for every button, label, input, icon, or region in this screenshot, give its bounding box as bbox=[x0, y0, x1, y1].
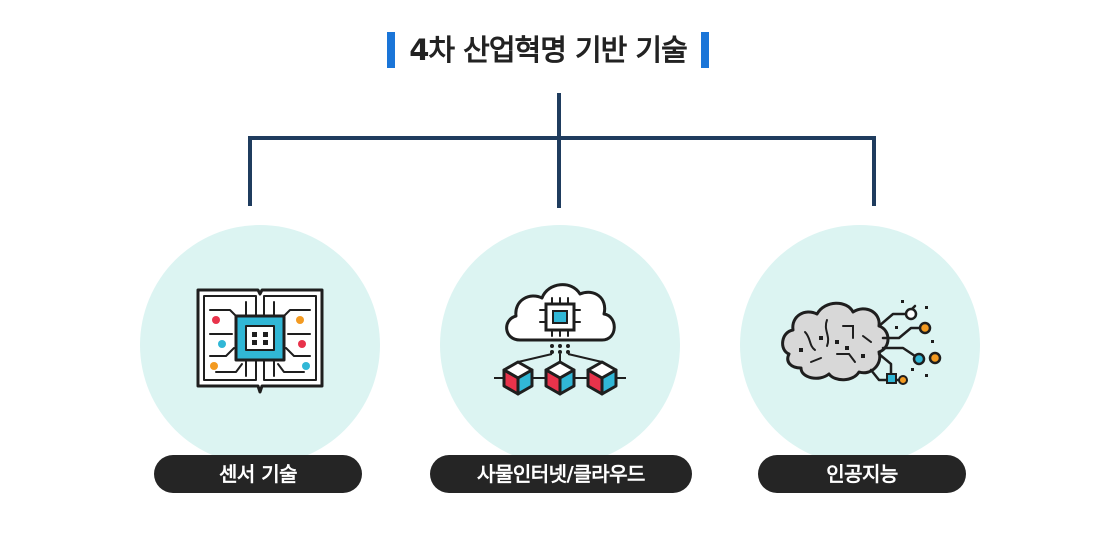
label-ai: 인공지능 bbox=[758, 455, 966, 493]
title-text: 4차 산업혁명 기반 기술 bbox=[409, 33, 688, 67]
ai-brain-icon bbox=[781, 300, 942, 385]
label-iot-cloud: 사물인터넷/클라우드 bbox=[430, 455, 692, 493]
title-right-bar bbox=[700, 32, 709, 68]
title-left-bar bbox=[387, 32, 396, 68]
label-sensor: 센서 기술 bbox=[154, 455, 362, 493]
cloud-network-icon bbox=[494, 283, 626, 396]
circuit-book-icon bbox=[196, 288, 324, 394]
diagram-title: 4차 산업혁명 기반 기술 bbox=[0, 28, 1096, 72]
